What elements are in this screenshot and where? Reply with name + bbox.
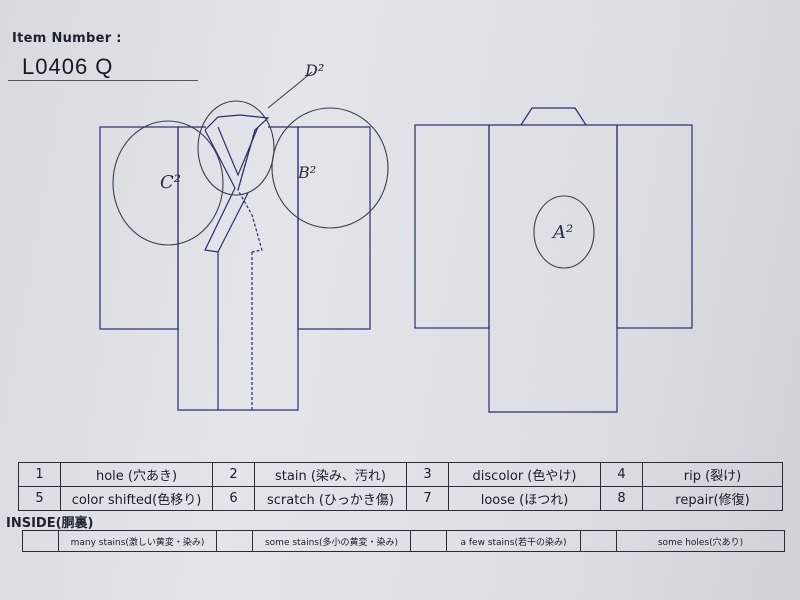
- defect-number: 1: [18, 462, 61, 487]
- defect-label: rip (裂け): [642, 462, 783, 487]
- annotation-b: B²: [297, 163, 316, 182]
- inside-section-title: INSIDE(胴裏): [6, 516, 94, 531]
- defect-label: hole (穴あき): [60, 462, 213, 487]
- inside-checkbox[interactable]: [22, 530, 59, 552]
- pointer-line-d: [267, 71, 313, 109]
- defect-legend-table: 1 hole (穴あき) 2 stain (染み、汚れ) 3 discolor …: [18, 462, 783, 511]
- item-number-value: L0406 Q: [22, 54, 114, 79]
- defect-number: 3: [406, 462, 449, 487]
- item-number-label: Item Number :: [12, 31, 122, 46]
- defect-label: color shifted(色移り): [60, 486, 213, 511]
- defect-row: 5 color shifted(色移り) 6 scratch (ひっかき傷) 7…: [18, 486, 783, 511]
- back-collar: [520, 107, 587, 126]
- inside-option-label: some holes(穴あり): [616, 530, 785, 552]
- collar-top: [204, 114, 270, 191]
- defect-number: 8: [600, 486, 643, 511]
- front-left-sleeve: [99, 126, 179, 330]
- item-number-underline: [8, 80, 198, 81]
- defect-label: stain (染み、汚れ): [254, 462, 407, 487]
- inside-checkbox[interactable]: [410, 530, 447, 552]
- annotation-d: D²: [304, 61, 324, 80]
- defect-label: scratch (ひっかき傷): [254, 486, 407, 511]
- inside-condition-table: many stains(激しい黄変・染み) some stains(多小の黄変・…: [22, 530, 785, 552]
- inside-option-label: many stains(激しい黄変・染み): [58, 530, 217, 552]
- back-right-sleeve: [616, 124, 693, 329]
- kimono-front: [99, 114, 371, 411]
- inside-option-label: some stains(多小の黄変・染み): [252, 530, 411, 552]
- circle-a: [533, 195, 595, 269]
- inside-option-label: a few stains(若干の染み): [446, 530, 581, 552]
- defect-label: repair(修復): [642, 486, 783, 511]
- annotation-c: C²: [160, 172, 181, 193]
- circle-c: [112, 120, 224, 246]
- defect-number: 4: [600, 462, 643, 487]
- front-body: [177, 127, 299, 411]
- inside-checkbox[interactable]: [580, 530, 617, 552]
- inside-checkbox[interactable]: [216, 530, 253, 552]
- collar-right-dashed: [237, 129, 263, 253]
- back-left-sleeve: [414, 124, 490, 329]
- circle-d: [197, 100, 275, 196]
- annotation-a: A²: [551, 222, 573, 243]
- defect-number: 7: [406, 486, 449, 511]
- back-body: [488, 125, 618, 413]
- handwritten-marks: [112, 71, 595, 269]
- defect-label: discolor (色やけ): [448, 462, 601, 487]
- circle-b: [271, 107, 389, 229]
- defect-number: 2: [212, 462, 255, 487]
- collar-left: [204, 129, 249, 253]
- kimono-back: [414, 107, 693, 413]
- defect-row: 1 hole (穴あき) 2 stain (染み、汚れ) 3 discolor …: [18, 462, 783, 487]
- collar-inner: [217, 126, 259, 177]
- defect-number: 6: [212, 486, 255, 511]
- defect-label: loose (ほつれ): [448, 486, 601, 511]
- defect-number: 5: [18, 486, 61, 511]
- inside-row: many stains(激しい黄変・染み) some stains(多小の黄変・…: [22, 530, 785, 552]
